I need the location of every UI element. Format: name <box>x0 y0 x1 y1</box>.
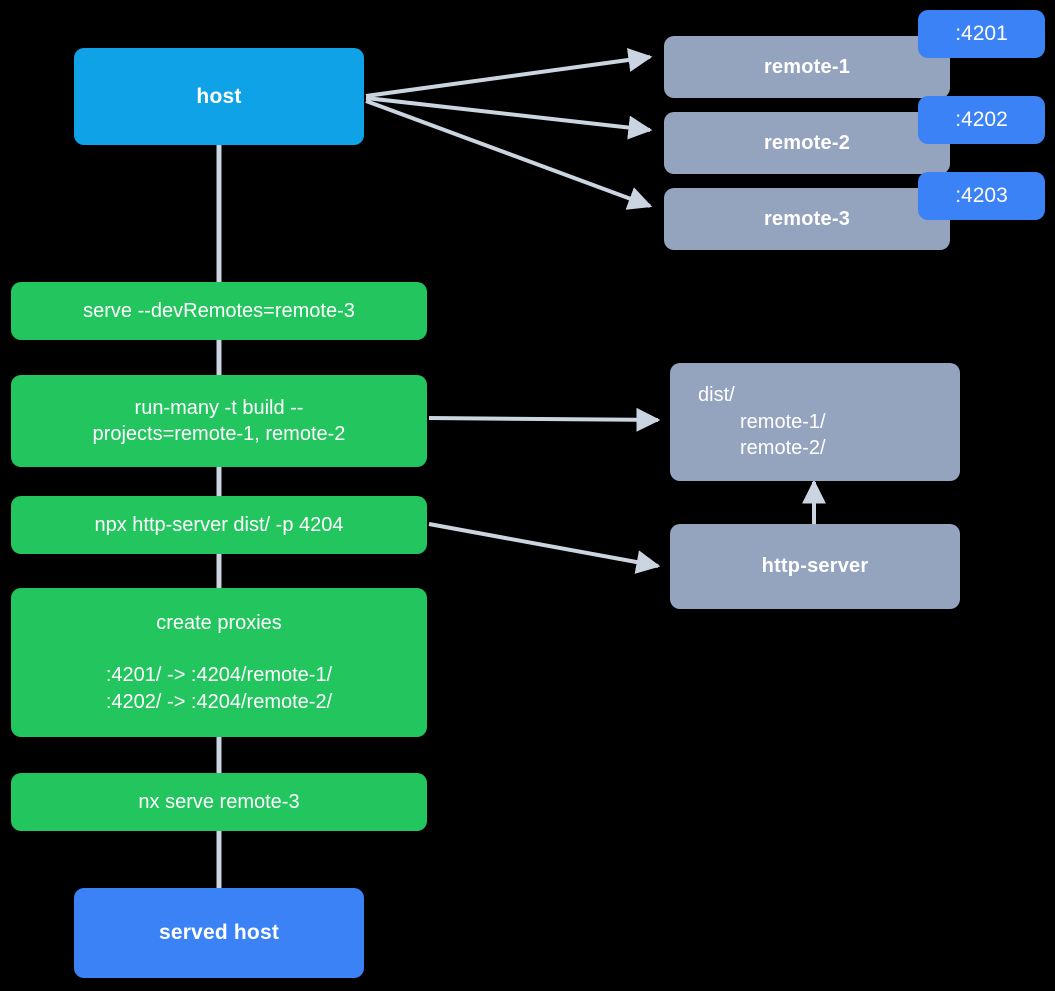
node-remote-2[interactable]: remote-2 <box>664 112 950 174</box>
node-command-npx-http-server[interactable]: npx http-server dist/ -p 4204 <box>11 496 427 554</box>
edge-npx-to-http-server <box>428 522 661 574</box>
node-command-run-many-label-line-2: projects=remote-1, remote-2 <box>92 423 346 445</box>
node-host-label: host <box>196 84 242 108</box>
node-http-server[interactable]: http-server <box>670 524 960 609</box>
node-command-create-proxies[interactable]: create proxies :4201/ -> :4204/remote-1/… <box>11 588 427 737</box>
node-command-serve-devremotes-label: serve --devRemotes=remote-3 <box>83 299 355 322</box>
node-command-run-many[interactable]: run-many -t build -- projects=remote-1, … <box>11 375 427 467</box>
node-served-host[interactable]: served host <box>74 888 364 978</box>
edge-host-to-remote-2 <box>365 96 653 140</box>
node-dist-folder-tree: dist/ remote-1/ remote-2/ <box>670 382 960 461</box>
node-remote-2-label: remote-2 <box>763 131 851 154</box>
node-served-host-label: served host <box>158 921 280 945</box>
node-command-nx-serve-remote-3-label: nx serve remote-3 <box>138 790 300 813</box>
edge-host-to-remote-1 <box>365 48 653 98</box>
node-remote-3[interactable]: remote-3 <box>664 188 950 250</box>
node-http-server-label: http-server <box>761 555 869 578</box>
node-command-create-proxies-title: create proxies <box>156 611 282 634</box>
node-command-serve-devremotes[interactable]: serve --devRemotes=remote-3 <box>11 282 427 340</box>
node-dist-folder-child-2: remote-2/ <box>740 437 826 460</box>
port-badge-remote-2-label: :4202 <box>955 108 1008 131</box>
node-dist-folder-child-1: remote-1/ <box>740 410 826 433</box>
node-remote-3-label: remote-3 <box>763 207 851 230</box>
node-command-create-proxies-rule-1: :4201/ -> :4204/remote-1/ <box>105 664 333 687</box>
port-badge-remote-1-label: :4201 <box>955 22 1008 45</box>
node-remote-1[interactable]: remote-1 <box>664 36 950 98</box>
port-badge-remote-1: :4201 <box>918 10 1045 58</box>
node-command-npx-http-server-label: npx http-server dist/ -p 4204 <box>94 513 344 536</box>
node-dist-folder[interactable]: dist/ remote-1/ remote-2/ <box>670 363 960 481</box>
port-badge-remote-3: :4203 <box>918 172 1045 220</box>
port-badge-remote-3-label: :4203 <box>955 184 1008 207</box>
node-remote-1-label: remote-1 <box>763 55 851 78</box>
edge-run-many-to-dist <box>428 407 661 432</box>
node-command-create-proxies-rule-2: :4202/ -> :4204/remote-2/ <box>105 690 333 713</box>
edge-host-to-remote-3 <box>365 99 653 210</box>
node-host[interactable]: host <box>74 48 364 145</box>
port-badge-remote-2: :4202 <box>918 96 1045 144</box>
node-dist-folder-root: dist/ <box>698 384 735 407</box>
node-command-run-many-label-line-1: run-many -t build -- <box>134 396 304 419</box>
node-command-nx-serve-remote-3[interactable]: nx serve remote-3 <box>11 773 427 831</box>
